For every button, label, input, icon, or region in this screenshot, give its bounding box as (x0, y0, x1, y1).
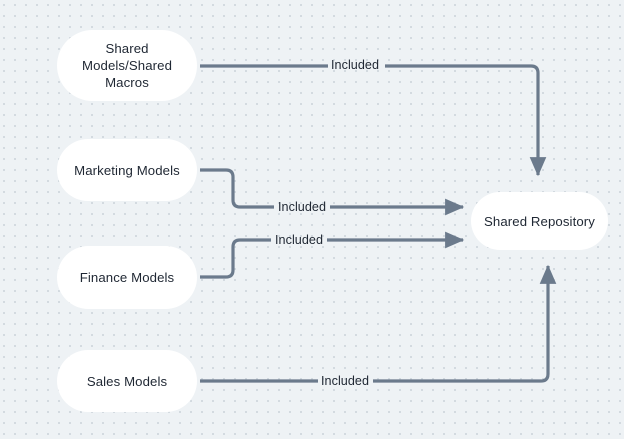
edge-label-shared-models: Included (330, 58, 380, 72)
node-finance-models[interactable]: Finance Models (57, 246, 197, 309)
node-marketing-models-label: Marketing Models (74, 162, 180, 178)
edge-label-finance-models: Included (274, 233, 324, 247)
node-shared-models-label: Shared Models/Shared Macros (82, 40, 172, 91)
node-shared-models[interactable]: Shared Models/Shared Macros (57, 30, 197, 101)
edge-label-sales-models: Included (320, 374, 370, 388)
edge-sales-models-path (200, 264, 557, 383)
edge-marketing-models-path (200, 168, 465, 216)
node-shared-repository[interactable]: Shared Repository (471, 192, 608, 250)
node-shared-models-line1: Shared (105, 41, 149, 56)
edge-finance-models-path (200, 231, 465, 279)
node-shared-models-line2: Models/Shared (82, 58, 172, 73)
node-finance-models-label: Finance Models (79, 270, 175, 285)
node-shared-models-line3: Macros (105, 75, 149, 90)
edge-label-marketing-models: Included (277, 200, 327, 214)
node-marketing-models[interactable]: Marketing Models (57, 139, 197, 201)
node-shared-repository-label: Shared Repository (484, 213, 595, 229)
edge-shared-models-path (200, 64, 547, 177)
node-sales-models-label: Sales Models (86, 373, 168, 389)
node-sales-models[interactable]: Sales Models (57, 350, 197, 412)
